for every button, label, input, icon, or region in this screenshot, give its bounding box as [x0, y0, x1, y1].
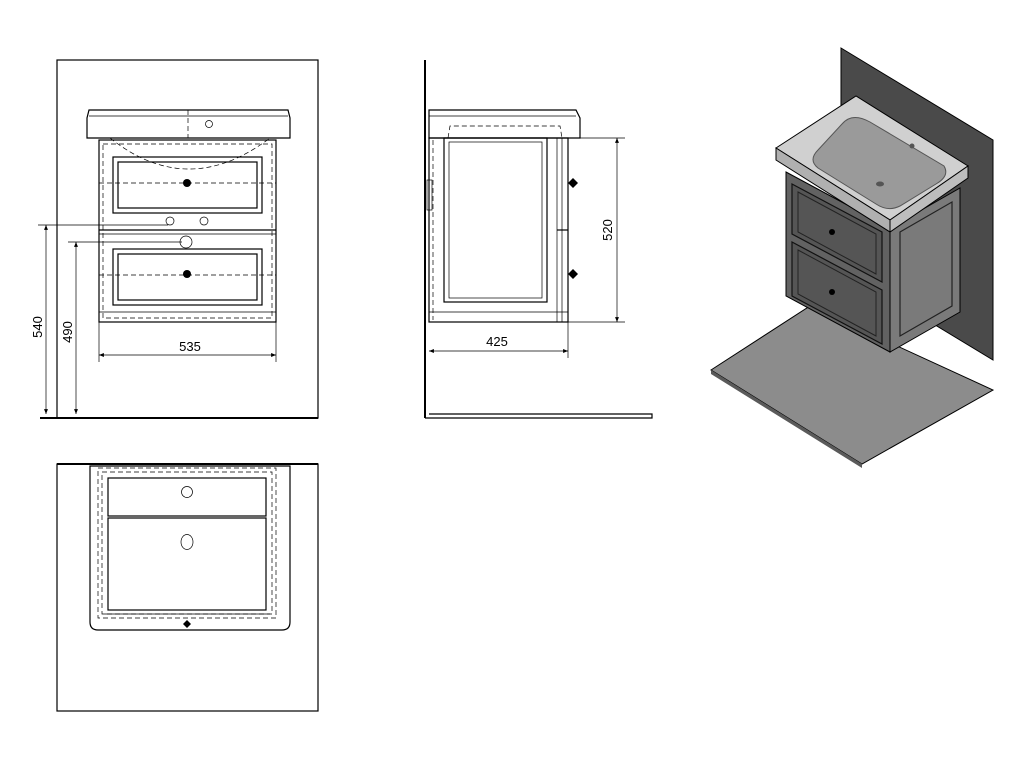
top-basin-bowl — [107, 517, 267, 611]
front-cabinet-inner — [102, 143, 273, 319]
front-basin — [86, 109, 291, 139]
mount-hole-left-icon — [165, 216, 175, 226]
side-upper-knob-icon — [568, 178, 578, 188]
side-cabinet-panel — [443, 137, 548, 303]
top-cabinet-dashed — [97, 467, 277, 619]
top-basin-outline — [89, 465, 291, 631]
iso-upper-drawer-panel — [797, 191, 877, 275]
front-lower-drawer — [112, 248, 263, 306]
iso-upper-knob-icon — [829, 229, 835, 235]
dim-535-label: 535 — [179, 339, 201, 354]
top-cabinet-dashed-2 — [101, 471, 273, 615]
iso-lower-drawer-panel — [797, 249, 877, 337]
side-basin-bowl — [447, 125, 563, 139]
dim-540-label: 540 — [30, 316, 45, 338]
side-hanger-icon — [426, 179, 433, 211]
iso-cabinet-side-panel — [899, 200, 953, 338]
iso-lower-knob-icon — [829, 289, 835, 295]
front-upper-drawer — [112, 156, 263, 214]
isometric-view — [710, 47, 995, 468]
dim-490-label: 490 — [60, 321, 75, 343]
front-lower-drawer-panel — [117, 253, 258, 301]
upper-drawer-knob-icon — [183, 179, 191, 187]
top-tap-hole-icon — [181, 486, 193, 498]
dim-520-label: 520 — [600, 219, 615, 241]
iso-basin-side — [889, 165, 969, 233]
side-floor-line — [425, 413, 653, 419]
side-lower-knob-icon — [568, 269, 578, 279]
top-basin-rear — [107, 477, 267, 517]
side-basin — [428, 109, 581, 139]
side-view: 520 425 — [424, 60, 653, 419]
iso-basin-bowl — [812, 117, 947, 210]
top-drain-icon — [180, 534, 194, 550]
iso-drain-icon — [876, 181, 884, 187]
dim-425-label: 425 — [486, 334, 508, 349]
mount-hole-right-icon — [199, 216, 209, 226]
front-wall-outline — [56, 59, 319, 419]
top-knob-icon — [183, 620, 191, 628]
iso-lower-drawer — [791, 241, 883, 345]
top-view — [56, 463, 319, 712]
iso-floor — [710, 305, 995, 465]
front-basin-bowl — [109, 137, 271, 170]
tap-hole-icon — [205, 120, 213, 128]
front-upper-drawer-panel — [117, 161, 258, 209]
iso-upper-drawer — [791, 183, 883, 283]
iso-floor-edge — [711, 370, 862, 468]
side-cabinet-panel-inner — [448, 141, 543, 299]
iso-tap-hole-icon — [909, 143, 915, 149]
front-cabinet-body — [98, 139, 277, 323]
front-view: 540 490 535 — [30, 59, 319, 419]
top-floor-outline — [56, 463, 319, 712]
lower-drawer-knob-icon — [183, 270, 191, 278]
